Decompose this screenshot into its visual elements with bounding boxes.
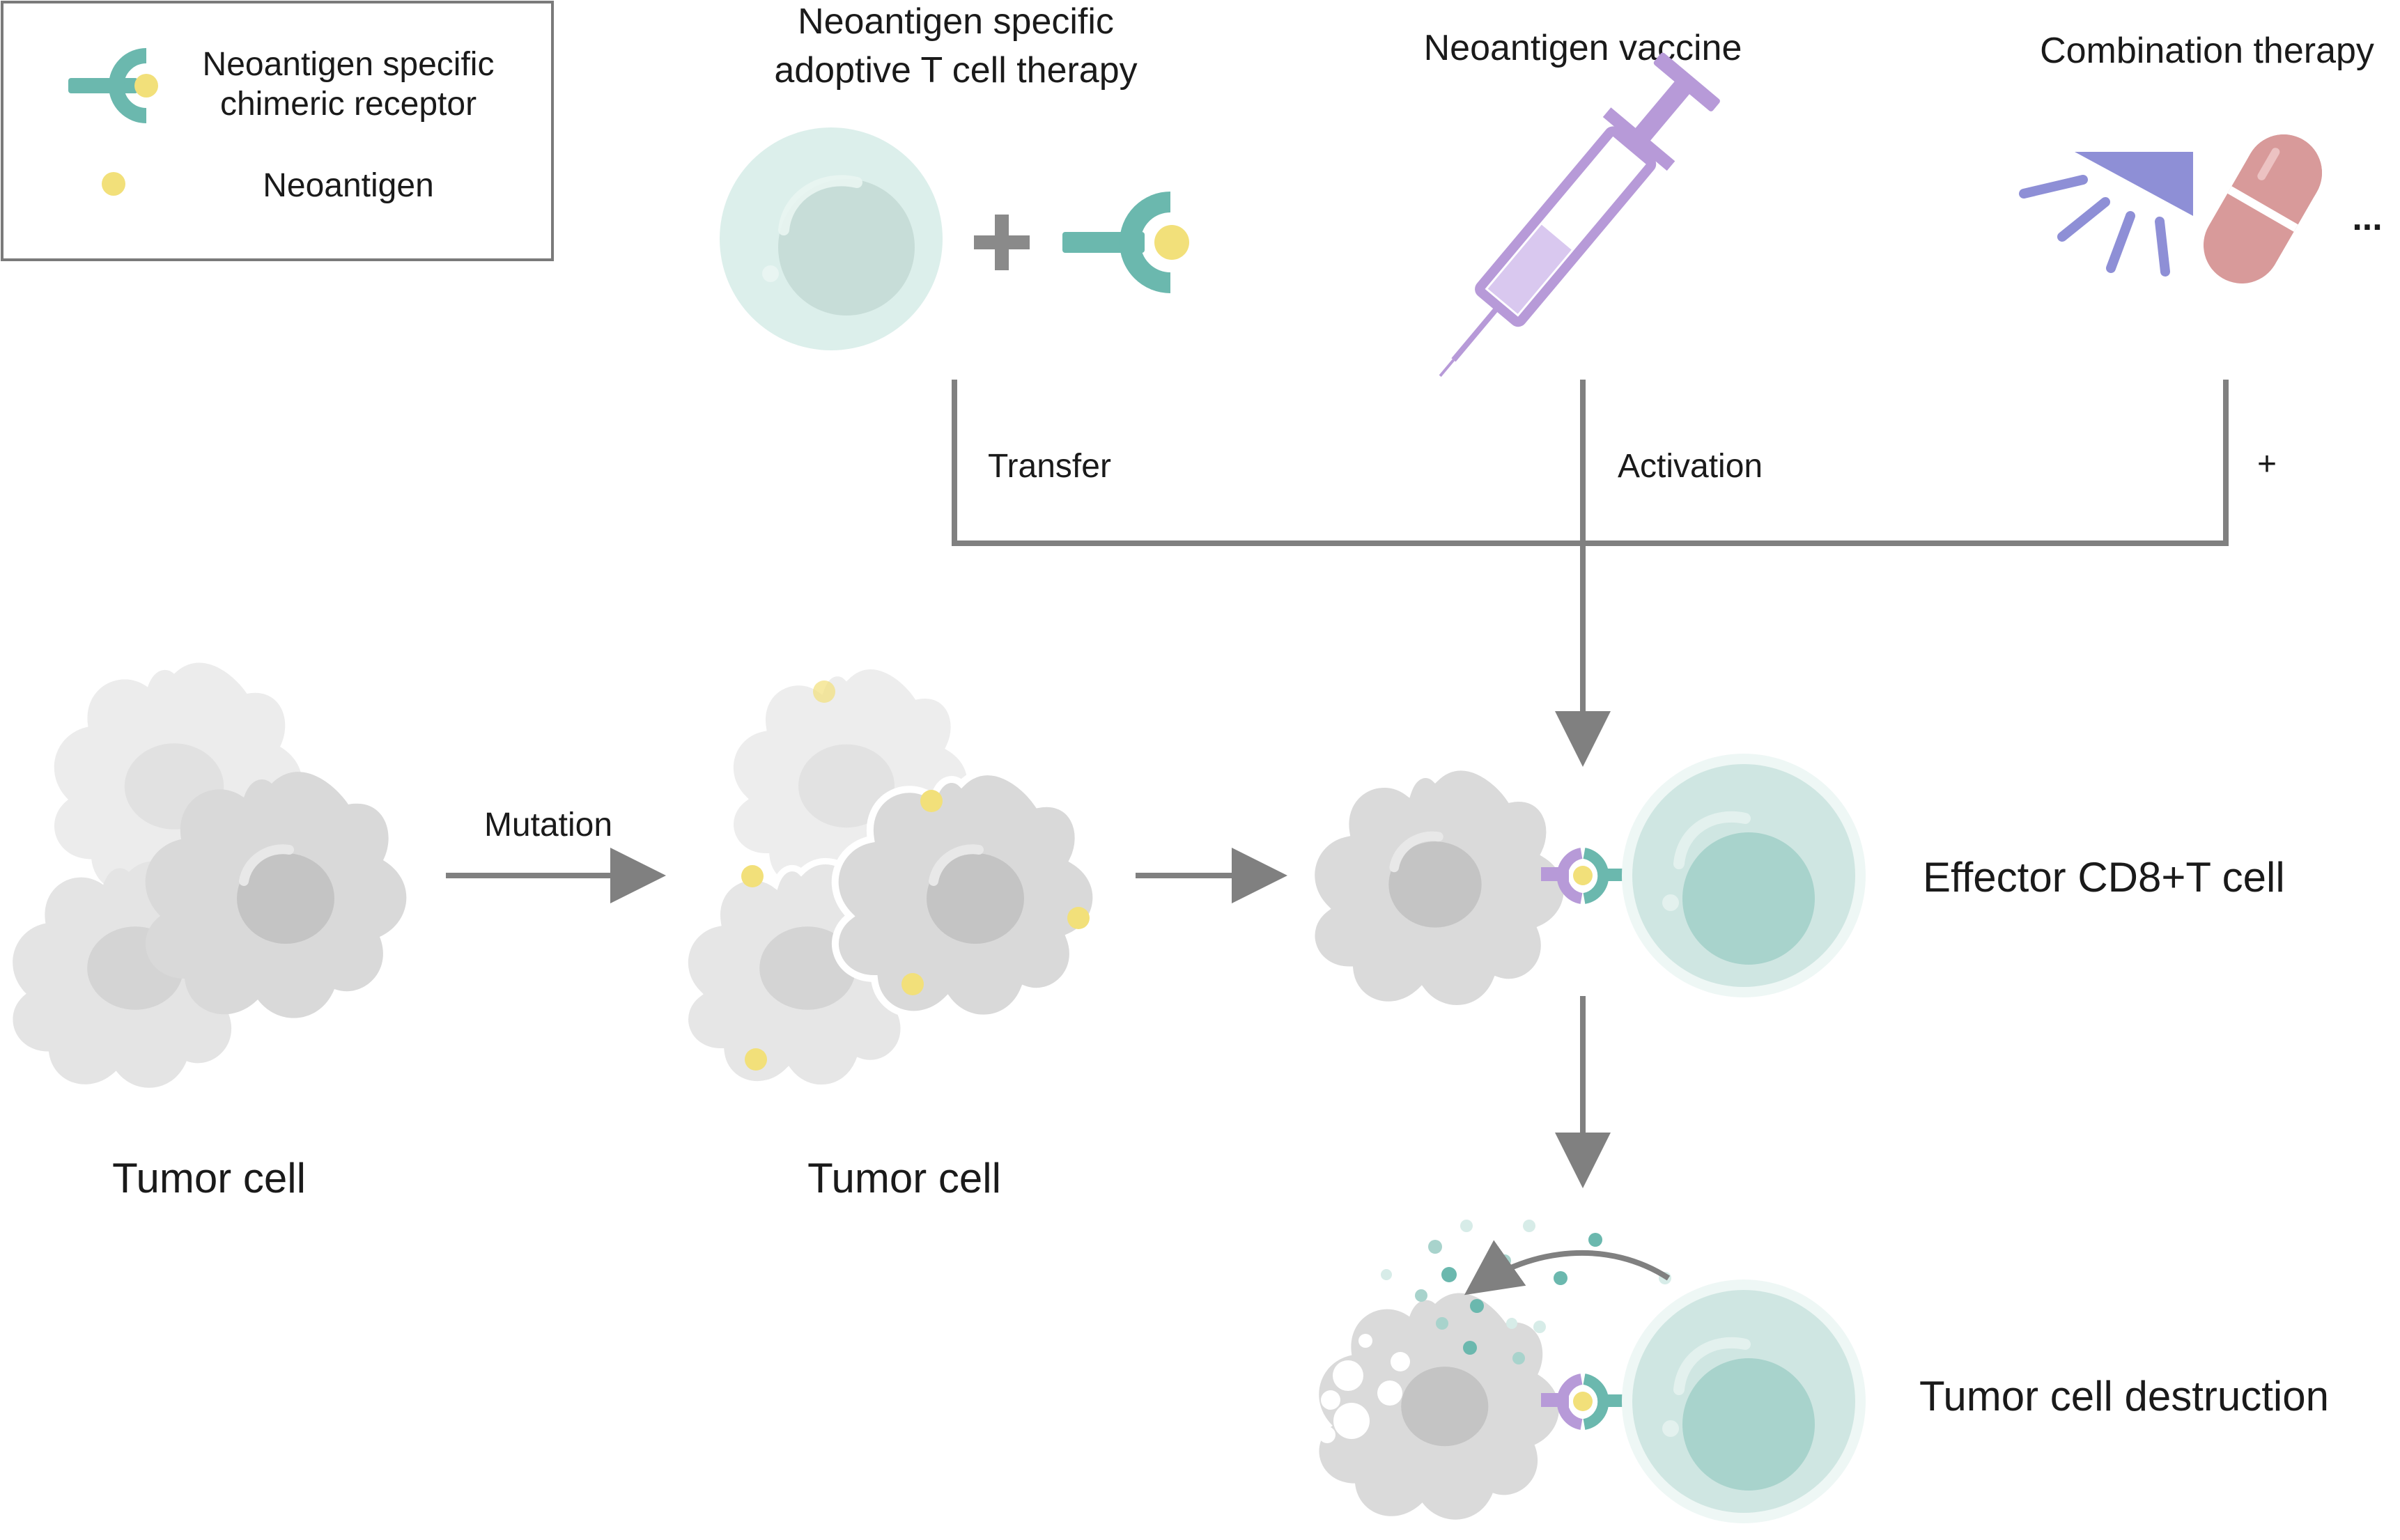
effector-t-cell-icon <box>1622 754 1866 997</box>
radiation-icon <box>2019 152 2193 277</box>
cell-debris-holes <box>1319 1334 1410 1443</box>
transfer-label: Transfer <box>988 448 1111 485</box>
act-title-line1: Neoantigen specific <box>798 1 1114 42</box>
legend-receptor-label-1: Neoantigen specific <box>203 46 495 83</box>
mutation-label: Mutation <box>484 807 612 843</box>
destruction-t-cell-icon <box>1622 1280 1866 1523</box>
connector-bracket <box>952 380 2229 767</box>
vaccine-title: Neoantigen vaccine <box>1424 28 1742 68</box>
tcr-binding-icon <box>1541 848 1633 904</box>
legend-frame <box>1 1 554 261</box>
effector-interaction <box>1311 754 1866 1009</box>
neoantigen-markers <box>741 680 1090 1071</box>
receptor-icon <box>68 48 158 123</box>
syringe-icon <box>1439 52 1720 378</box>
legend-box: Neoantigen specific chimeric receptor Ne… <box>1 1 554 261</box>
tumor-destruction <box>1319 1220 1866 1523</box>
destruction-label: Tumor cell destruction <box>1919 1373 2329 1420</box>
combination-title: Combination therapy <box>2040 31 2374 71</box>
tumor-cell-cluster <box>13 662 407 1088</box>
legend-receptor-label-2: chimeric receptor <box>220 86 477 123</box>
granule-release-arrow <box>1464 1240 1671 1296</box>
combination-plus-label: + <box>2257 446 2277 483</box>
neoantigen-icon <box>102 172 125 196</box>
activation-label: Activation <box>1618 448 1763 485</box>
mutated-tumor-cell-cluster <box>685 667 1096 1088</box>
plus-icon <box>974 215 1030 270</box>
legend-neoantigen-label: Neoantigen <box>263 167 434 204</box>
chimeric-receptor-icon <box>1062 192 1189 293</box>
t-cell-icon <box>720 127 943 350</box>
more-therapies-ellipsis: ... <box>2352 198 2382 238</box>
tumor-cell-label: Tumor cell <box>112 1155 306 1201</box>
mutated-tumor-cell-label: Tumor cell <box>807 1155 1001 1201</box>
pill-icon <box>2204 134 2322 283</box>
effector-label: Effector CD8+T cell <box>1923 854 2285 901</box>
act-title-line2: adoptive T cell therapy <box>774 50 1137 91</box>
